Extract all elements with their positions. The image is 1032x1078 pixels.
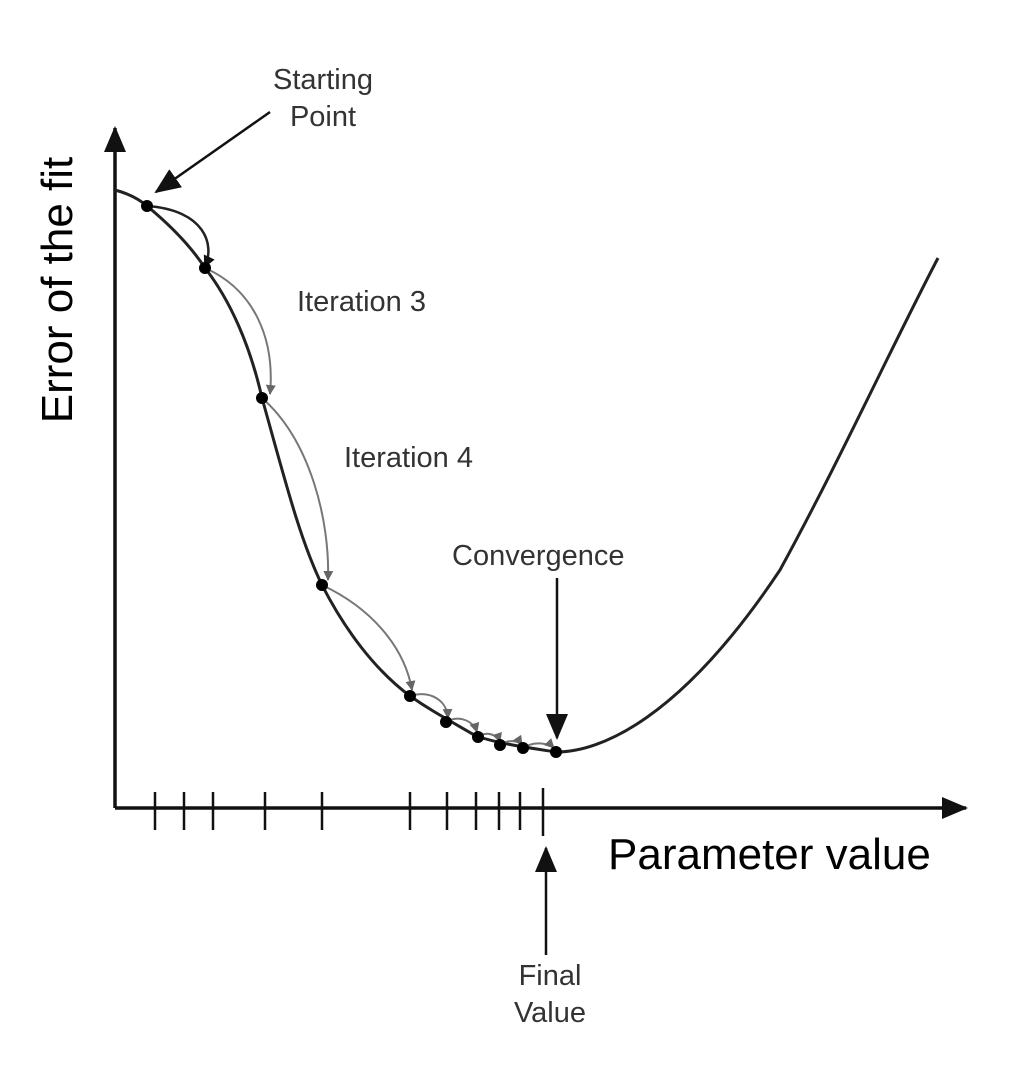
iteration-point-10 — [550, 746, 562, 758]
step-arrow-4 — [321, 584, 416, 691]
final-value-label-line-2: Value — [513, 997, 587, 1029]
step-arrow-3 — [261, 397, 334, 581]
iteration-3-label: Iteration 3 — [297, 286, 426, 318]
iteration-points — [141, 200, 562, 758]
starting-point-label-line-1: Starting — [273, 64, 373, 96]
iteration-point-1 — [141, 200, 153, 212]
iteration-point-3 — [256, 392, 268, 404]
iteration-point-2 — [199, 262, 211, 274]
starting-point-label-line-2: Point — [289, 101, 357, 133]
iteration-point-7 — [472, 731, 484, 743]
iteration-point-8 — [494, 739, 506, 751]
x-axis-label: Parameter value — [608, 830, 931, 879]
iteration-4-label: Iteration 4 — [344, 442, 473, 474]
iteration-point-9 — [517, 742, 529, 754]
step-arrow-1 — [146, 204, 215, 268]
convergence-label: Convergence — [452, 540, 625, 572]
x-axis-ticks — [153, 788, 545, 836]
iteration-point-5 — [404, 690, 416, 702]
iteration-point-4 — [316, 579, 328, 591]
final-value-label-line-1: Final — [518, 960, 582, 992]
iteration-point-6 — [440, 716, 452, 728]
starting-point-arrow — [154, 110, 271, 194]
y-axis-label: Error of the fit — [33, 156, 82, 424]
step-arrow-2 — [204, 267, 276, 395]
starting-point-label: Starting Point — [262, 62, 384, 136]
error-curve — [114, 188, 940, 754]
final-value-label: Final Value — [500, 958, 600, 1032]
